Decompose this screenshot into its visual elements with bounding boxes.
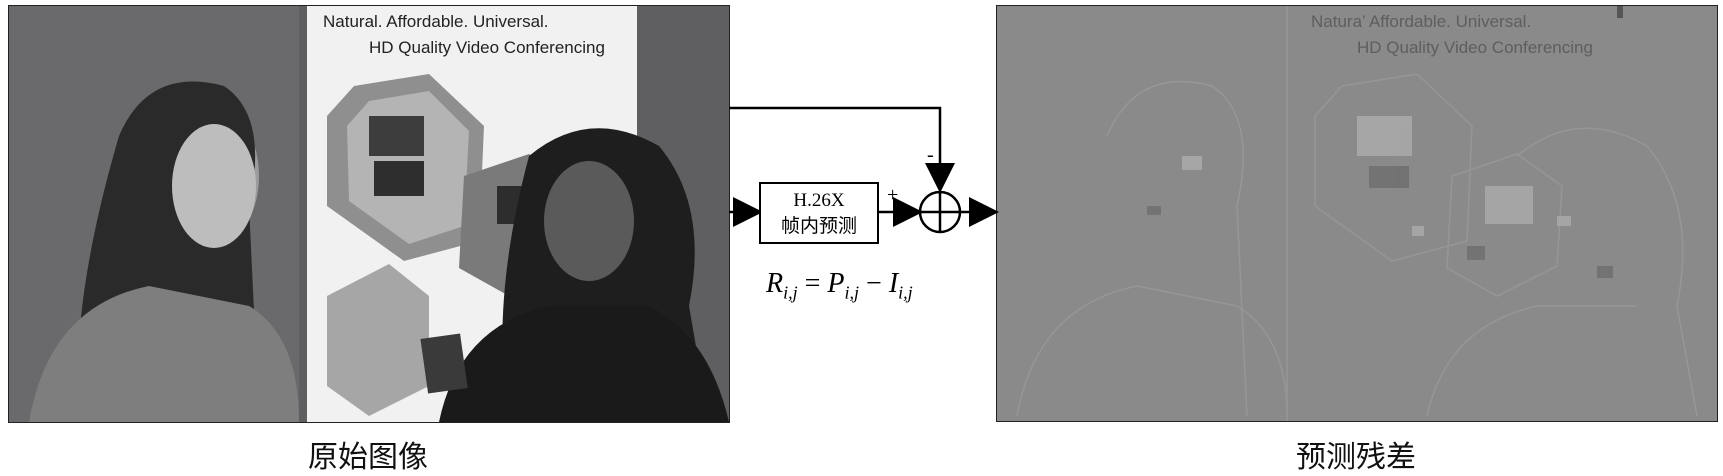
residual-poster-tagline: Natura’ Affordable. Universal. bbox=[1311, 12, 1532, 31]
predictor-block-line1: H.26X bbox=[793, 190, 844, 211]
adder-symbol bbox=[918, 190, 962, 234]
formula-eq: = bbox=[797, 268, 828, 299]
residual-formula: Ri,j = Pi,j − Ii,j bbox=[766, 268, 913, 304]
original-to-adder-line bbox=[729, 106, 955, 193]
predictor-block-line2: 帧内预测 bbox=[781, 215, 857, 237]
poster-tagline: Natural. Affordable. Universal. bbox=[323, 12, 549, 31]
formula-lhs-sub: i,j bbox=[783, 282, 798, 303]
original-image: Natural. Affordable. Universal. HD Quali… bbox=[8, 5, 730, 423]
formula-i: I bbox=[888, 268, 899, 299]
original-image-caption: 原始图像 bbox=[308, 440, 428, 475]
residual-image-caption: 预测残差 bbox=[1296, 440, 1416, 475]
predictor-block bbox=[759, 182, 879, 244]
original-image-illustration bbox=[9, 6, 729, 422]
poster-subtitle: HD Quality Video Conferencing bbox=[369, 38, 605, 57]
formula-i-sub: i,j bbox=[898, 282, 913, 303]
formula-minus: − bbox=[859, 268, 889, 299]
formula-p: P bbox=[827, 268, 845, 299]
minus-sign: - bbox=[927, 144, 934, 166]
formula-lhs: R bbox=[766, 268, 784, 299]
plus-sign: + bbox=[887, 184, 899, 206]
residual-image: Natura’ Affordable. Universal. HD Qualit… bbox=[996, 5, 1718, 422]
residual-poster-subtitle: HD Quality Video Conferencing bbox=[1357, 38, 1593, 57]
residual-image-illustration bbox=[997, 6, 1717, 421]
formula-p-sub: i,j bbox=[844, 282, 860, 303]
